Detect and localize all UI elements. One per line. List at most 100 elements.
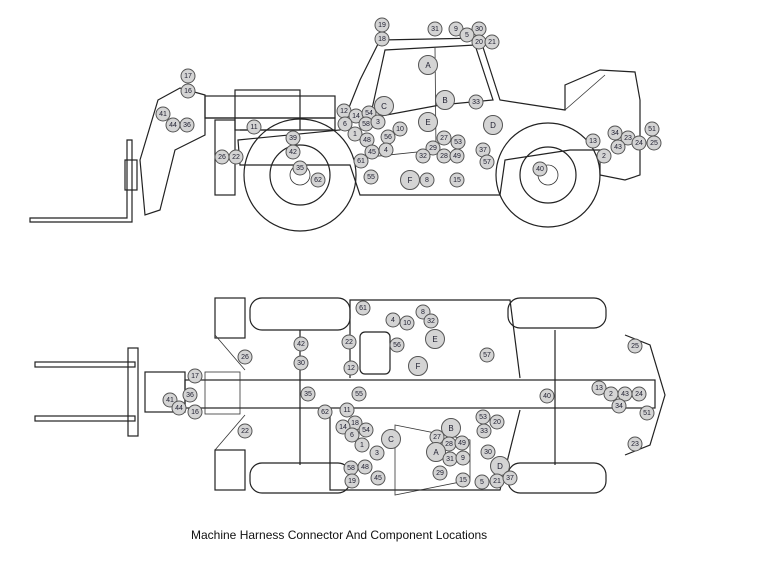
wheel-front-left (249, 297, 351, 331)
callout-33: 33 (468, 94, 484, 110)
callout-label: 3 (375, 450, 379, 457)
callout-circle (419, 172, 435, 188)
callout-circle (358, 422, 374, 438)
callout-circle (339, 402, 355, 418)
callout-label: D (497, 462, 503, 471)
callout-circle (155, 106, 171, 122)
callout-label: E (425, 118, 430, 127)
callout-49: 49 (449, 148, 465, 164)
callout-label: 6 (350, 432, 354, 439)
callout-C: C (381, 429, 401, 449)
callout-10: 10 (399, 315, 415, 331)
callout-circle (408, 356, 428, 376)
callout-F: F (400, 170, 420, 190)
callout-label: 42 (289, 149, 297, 156)
callout-57: 57 (479, 154, 495, 170)
callout-circle (293, 336, 309, 352)
callout-circle (644, 121, 660, 137)
callout-25: 25 (627, 338, 643, 354)
callout-circle (480, 444, 496, 460)
callout-label: 49 (453, 153, 461, 160)
callout-label: 25 (631, 343, 639, 350)
callout-label: 5 (480, 479, 484, 486)
callout-20: 20 (471, 34, 487, 50)
callout-label: 8 (421, 309, 425, 316)
callout-circle (381, 429, 401, 449)
callout-1: 1 (354, 437, 370, 453)
callout-circle (435, 90, 455, 110)
callout-label: 20 (493, 419, 501, 426)
callout-circle (180, 68, 196, 84)
fork (29, 139, 133, 223)
callout-circle (344, 427, 360, 443)
callout-label: 43 (621, 391, 629, 398)
callout-label: 41 (159, 111, 167, 118)
callout-33: 33 (476, 423, 492, 439)
callout-17: 17 (180, 68, 196, 84)
callout-label: 17 (184, 73, 192, 80)
callout-45: 45 (370, 470, 386, 486)
callout-circle (539, 388, 555, 404)
callout-label: 12 (347, 365, 355, 372)
callout-label: 1 (360, 442, 364, 449)
callout-circle (354, 437, 370, 453)
callout-circle (418, 112, 438, 132)
rear-wheel (495, 122, 601, 228)
callout-circle (237, 423, 253, 439)
callout-label: 54 (362, 427, 370, 434)
callout-circle (353, 153, 369, 169)
callout-label: 2 (602, 153, 606, 160)
callout-circle (479, 154, 495, 170)
callout-label: 56 (393, 342, 401, 349)
callout-32: 32 (415, 148, 431, 164)
callout-56: 56 (389, 337, 405, 353)
callout-circle (399, 315, 415, 331)
callout-label: C (381, 102, 387, 111)
callout-27: 27 (436, 130, 452, 146)
callout-label: 12 (340, 108, 348, 115)
callout-label: 10 (396, 126, 404, 133)
callout-label: 22 (232, 154, 240, 161)
callout-label: 14 (352, 113, 360, 120)
callout-circle (355, 300, 371, 316)
callout-2: 2 (596, 148, 612, 164)
callout-11: 11 (246, 119, 262, 135)
callout-label: 26 (218, 154, 226, 161)
side-view-machine (29, 37, 641, 232)
counterweight (624, 334, 666, 456)
callout-label: 31 (431, 26, 439, 33)
callout-30: 30 (293, 355, 309, 371)
callout-45: 45 (364, 144, 380, 160)
callout-51: 51 (644, 121, 660, 137)
callout-label: 10 (403, 320, 411, 327)
callout-8: 8 (419, 172, 435, 188)
callout-label: 23 (624, 135, 632, 142)
callout-16: 16 (180, 83, 196, 99)
callout-circle (631, 386, 647, 402)
callout-34: 34 (611, 398, 627, 414)
callout-41: 41 (155, 106, 171, 122)
callout-19: 19 (344, 473, 360, 489)
callout-11: 11 (339, 402, 355, 418)
callout-circle (374, 31, 390, 47)
callout-label: A (433, 448, 439, 457)
callout-22: 22 (341, 334, 357, 350)
callout-circle (369, 445, 385, 461)
callout-label: F (408, 176, 413, 185)
callout-label: 27 (433, 434, 441, 441)
callout-circle (187, 368, 203, 384)
callout-circle (300, 386, 316, 402)
callout-circle (502, 470, 518, 486)
callout-29: 29 (425, 140, 441, 156)
callout-label: 44 (169, 122, 177, 129)
callout-label: 54 (365, 110, 373, 117)
callout-circle (426, 442, 446, 462)
callout-circle (378, 142, 394, 158)
callout-label: 35 (304, 391, 312, 398)
callout-4: 4 (378, 142, 394, 158)
callout-label: 1 (353, 131, 357, 138)
callout-5: 5 (474, 474, 490, 490)
callout-16: 16 (187, 404, 203, 420)
callout-label: 29 (429, 145, 437, 152)
wheel-front-right (249, 462, 351, 494)
